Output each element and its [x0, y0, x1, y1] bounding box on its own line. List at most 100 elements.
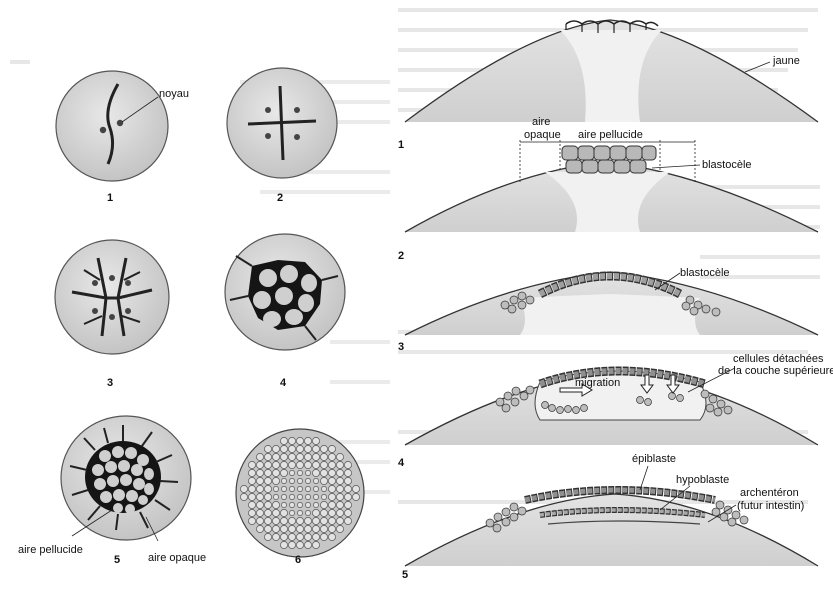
cell — [281, 494, 286, 499]
label-cellules-line2: de la couche supérieure — [718, 365, 833, 377]
left-stage-5-number: 5 — [114, 554, 120, 566]
cell — [248, 501, 255, 508]
cell — [256, 453, 263, 460]
cell — [264, 461, 271, 468]
cell — [304, 533, 311, 540]
cell — [289, 478, 294, 483]
cell — [305, 486, 310, 491]
left-stage-4-embryo — [225, 234, 345, 350]
label-aire-opaque: aire opaque — [148, 552, 206, 564]
label-migration: migration — [575, 377, 620, 389]
cell — [312, 461, 319, 468]
cell — [256, 501, 263, 508]
left-stage-4-number: 4 — [280, 377, 287, 389]
cell — [312, 469, 319, 476]
label-aire-opaque-line2: opaque — [524, 129, 561, 141]
cell — [297, 470, 302, 475]
right-stage-1-number: 1 — [398, 139, 404, 151]
label-archenteron-line2: (futur intestin) — [737, 500, 804, 512]
cell — [280, 469, 287, 476]
cell — [264, 525, 271, 532]
cell — [256, 461, 263, 468]
cell — [296, 445, 303, 452]
cell — [312, 453, 319, 460]
cell — [297, 502, 302, 507]
cell — [297, 510, 302, 515]
cell — [248, 509, 255, 516]
label-epiblaste: épiblaste — [632, 453, 676, 465]
cell — [280, 437, 287, 444]
cell — [328, 517, 335, 524]
cell — [288, 437, 295, 444]
cell — [328, 453, 335, 460]
cell — [305, 494, 310, 499]
cell — [336, 485, 343, 492]
left-stage-1-embryo — [56, 71, 168, 181]
cell — [272, 469, 279, 476]
cell — [328, 533, 335, 540]
cell — [321, 494, 326, 499]
cell — [336, 453, 343, 460]
cell — [336, 501, 343, 508]
left-stage-3-embryo — [55, 240, 169, 354]
label-blastocele-3: blastocèle — [680, 267, 730, 279]
cell — [256, 469, 263, 476]
cell — [304, 437, 311, 444]
cell — [264, 477, 271, 484]
cell — [320, 525, 327, 532]
cell — [312, 509, 319, 516]
cell — [264, 533, 271, 540]
right-stage-3-number: 3 — [398, 341, 404, 353]
cell — [280, 525, 287, 532]
cell — [344, 493, 351, 500]
right-stage-4-number: 4 — [398, 457, 405, 469]
cell — [240, 485, 247, 492]
cell — [264, 493, 271, 500]
cell — [296, 437, 303, 444]
left-stage-3-number: 3 — [107, 377, 113, 389]
cell — [320, 453, 327, 460]
label-aire-pellucide: aire pellucide — [18, 544, 83, 556]
cell — [272, 533, 279, 540]
cell — [264, 509, 271, 516]
cell — [344, 509, 351, 516]
cell — [256, 485, 263, 492]
cell — [344, 517, 351, 524]
cell — [289, 470, 294, 475]
cell — [280, 509, 287, 516]
cell — [281, 486, 286, 491]
left-stage-6-embryo — [236, 429, 364, 557]
cell — [272, 501, 279, 508]
cell — [344, 501, 351, 508]
cell — [313, 494, 318, 499]
cell — [280, 453, 287, 460]
cell — [272, 453, 279, 460]
cell — [256, 525, 263, 532]
cell — [281, 502, 286, 507]
cell — [272, 461, 279, 468]
cell — [305, 478, 310, 483]
cell — [297, 486, 302, 491]
cell — [320, 461, 327, 468]
cell — [312, 517, 319, 524]
cell — [344, 477, 351, 484]
cell — [288, 461, 295, 468]
cell — [272, 477, 279, 484]
cell — [328, 445, 335, 452]
cell — [272, 445, 279, 452]
cell — [336, 493, 343, 500]
cell — [264, 453, 271, 460]
cell — [296, 525, 303, 532]
cell — [304, 517, 311, 524]
epiblaste-pointer — [640, 466, 648, 490]
cell — [296, 541, 303, 548]
blastocele-2-pointer — [652, 165, 700, 168]
cell — [288, 541, 295, 548]
label-jaune: jaune — [772, 55, 800, 67]
cell — [296, 517, 303, 524]
cell — [248, 461, 255, 468]
cell — [320, 469, 327, 476]
cell — [304, 461, 311, 468]
label-blastocele-2: blastocèle — [702, 159, 752, 171]
